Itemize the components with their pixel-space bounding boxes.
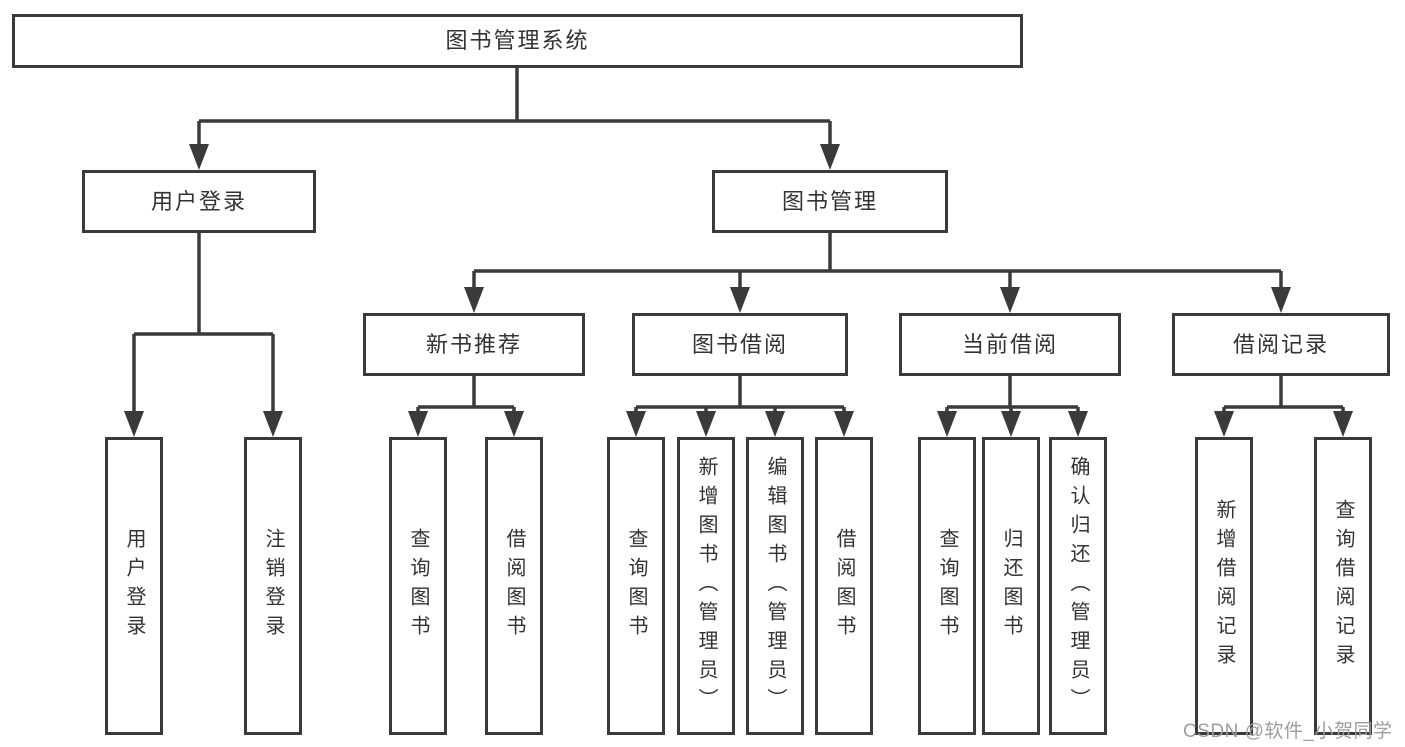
connector-root-to-level2 — [197, 68, 832, 147]
arrow-down-icon — [834, 411, 854, 437]
node-book-borrowing: 图书借阅 — [632, 313, 848, 376]
arrow-down-icon — [696, 411, 716, 437]
connector-records-to-leaves — [1222, 376, 1345, 414]
arrow-down-icon — [1001, 411, 1021, 437]
arrow-down-icon — [464, 287, 484, 313]
node-user-login: 用户登录 — [82, 170, 316, 233]
leaf-br-add-record-label: 新增借阅记录 — [1213, 499, 1235, 673]
leaf-nbr-query-books: 查询图书 — [389, 437, 447, 735]
leaf-cb-return-books: 归还图书 — [982, 437, 1040, 735]
leaf-bb-edit-books-admin-label: 编辑图书（管理员） — [764, 455, 786, 717]
leaf-logout: 注销登录 — [244, 437, 302, 735]
arrow-down-icon — [124, 411, 144, 437]
arrow-down-icon — [408, 411, 428, 437]
arrow-down-icon — [820, 144, 840, 170]
leaf-user-login-label: 用户登录 — [123, 528, 145, 644]
leaf-bb-borrow-books: 借阅图书 — [815, 437, 873, 735]
node-new-book-recommend: 新书推荐 — [363, 313, 585, 376]
leaf-cb-confirm-return-admin: 确认归还（管理员） — [1049, 437, 1107, 735]
leaf-bb-borrow-books-label: 借阅图书 — [833, 528, 855, 644]
connector-paths — [132, 68, 1345, 414]
node-borrow-records-label: 借阅记录 — [1232, 331, 1329, 357]
leaf-cb-query-books: 查询图书 — [918, 437, 976, 735]
leaf-bb-add-books-admin: 新增图书（管理员） — [677, 437, 735, 735]
node-current-borrowing: 当前借阅 — [899, 313, 1121, 376]
node-system-root-label: 图书管理系统 — [445, 28, 590, 53]
node-current-borrowing-label: 当前借阅 — [961, 331, 1058, 357]
arrow-down-icon — [263, 411, 283, 437]
arrow-down-icon — [1271, 287, 1291, 313]
arrow-down-icon — [1000, 287, 1020, 313]
arrow-down-icon — [1214, 411, 1234, 437]
leaf-cb-query-books-label: 查询图书 — [936, 528, 958, 644]
arrow-down-icon — [1333, 411, 1353, 437]
connector-bookmgmt-to-level3 — [472, 233, 1283, 289]
leaf-user-login: 用户登录 — [105, 437, 163, 735]
arrow-down-icon — [730, 287, 750, 313]
leaf-logout-label: 注销登录 — [262, 528, 284, 644]
leaf-br-add-record: 新增借阅记录 — [1195, 437, 1253, 735]
connector-userlogin-to-leaves — [132, 233, 275, 413]
leaf-bb-add-books-admin-label: 新增图书（管理员） — [695, 455, 717, 717]
node-book-borrowing-label: 图书借阅 — [691, 331, 788, 357]
node-book-management-label: 图书管理 — [781, 188, 878, 214]
leaf-cb-confirm-return-admin-label: 确认归还（管理员） — [1067, 455, 1089, 717]
node-borrow-records: 借阅记录 — [1172, 313, 1390, 376]
leaf-nbr-borrow-books: 借阅图书 — [485, 437, 543, 735]
connector-newbook-to-leaves — [416, 376, 516, 414]
leaf-bb-query-books-label: 查询图书 — [625, 528, 647, 644]
connector-current-to-leaves — [945, 376, 1080, 414]
arrow-down-icon — [1068, 411, 1088, 437]
node-system-root: 图书管理系统 — [12, 14, 1023, 68]
arrow-down-icons — [124, 144, 1353, 437]
node-user-login-label: 用户登录 — [150, 188, 247, 214]
csdn-watermark: CSDN @软件_小贺同学 — [1183, 721, 1393, 742]
leaf-nbr-borrow-books-label: 借阅图书 — [503, 528, 525, 644]
leaf-br-query-record-label: 查询借阅记录 — [1332, 499, 1354, 673]
arrow-down-icon — [626, 411, 646, 437]
connector-borrowing-to-leaves — [634, 376, 846, 414]
arrow-down-icon — [504, 411, 524, 437]
leaf-cb-return-books-label: 归还图书 — [1000, 528, 1022, 644]
arrow-down-icon — [937, 411, 957, 437]
leaf-br-query-record: 查询借阅记录 — [1314, 437, 1372, 735]
node-new-book-recommend-label: 新书推荐 — [425, 331, 522, 357]
arrow-down-icon — [765, 411, 785, 437]
leaf-bb-edit-books-admin: 编辑图书（管理员） — [746, 437, 804, 735]
leaf-nbr-query-books-label: 查询图书 — [407, 528, 429, 644]
node-book-management: 图书管理 — [712, 170, 948, 233]
leaf-bb-query-books: 查询图书 — [607, 437, 665, 735]
arrow-down-icon — [189, 144, 209, 170]
